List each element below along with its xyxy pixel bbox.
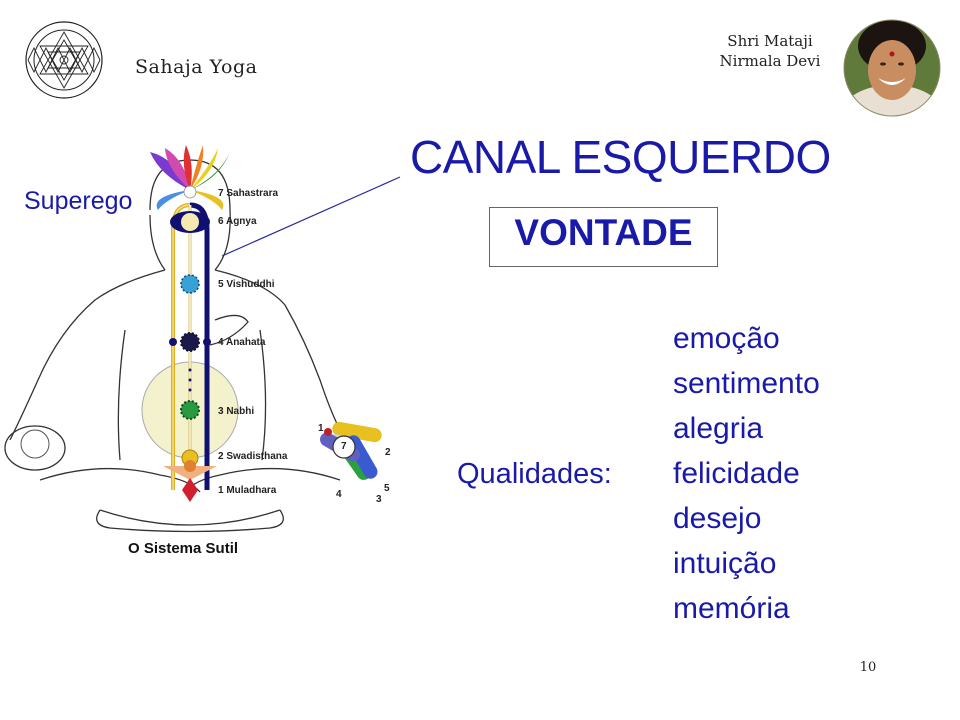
hand-number: 5 bbox=[384, 483, 390, 494]
quality-item: intuição bbox=[673, 547, 777, 580]
sahastrara-lotus bbox=[150, 145, 230, 210]
qualities-label: Qualidades: bbox=[457, 458, 612, 490]
chakra-label: 2 Swadisthana bbox=[218, 451, 288, 462]
hand-number: 4 bbox=[336, 489, 342, 500]
chakra-label: 1 Muladhara bbox=[218, 485, 277, 496]
hand-number: 7 bbox=[341, 441, 347, 452]
subtle-system-diagram bbox=[4, 145, 401, 533]
quality-item: desejo bbox=[673, 502, 762, 535]
diagram-caption: O Sistema Sutil bbox=[128, 540, 239, 557]
quality-item: alegria bbox=[673, 412, 764, 445]
founder-name-line1: Shri Mataji bbox=[727, 32, 813, 50]
hand-number: 3 bbox=[376, 494, 382, 505]
brand-name: Sahaja Yoga bbox=[135, 56, 258, 78]
right-hand-fingers bbox=[320, 421, 382, 480]
quality-item: emoção bbox=[673, 322, 780, 355]
chakra-label: 5 Vishuddhi bbox=[218, 279, 275, 290]
quality-item: sentimento bbox=[673, 367, 820, 400]
boxed-word-frame bbox=[489, 207, 718, 267]
chakra-label: 4 Anahata bbox=[218, 337, 266, 348]
slide-title: CANAL ESQUERDO bbox=[410, 131, 831, 183]
page-number: 10 bbox=[859, 660, 877, 675]
superego-label: Superego bbox=[24, 187, 133, 215]
founder-portrait bbox=[843, 19, 941, 117]
chakra-label: 6 Agnya bbox=[218, 216, 257, 227]
chakra-label: 3 Nabhi bbox=[218, 406, 255, 417]
sri-yantra-logo-icon bbox=[25, 21, 103, 99]
chakra-markers bbox=[163, 274, 217, 502]
founder-name-line2: Nirmala Devi bbox=[719, 52, 821, 70]
hand-number: 2 bbox=[385, 447, 391, 458]
pointer-line bbox=[221, 176, 401, 257]
quality-item: memória bbox=[673, 592, 790, 625]
boxed-word: VONTADE bbox=[514, 212, 693, 253]
chakra-label: 7 Sahastrara bbox=[218, 188, 279, 199]
quality-item: felicidade bbox=[673, 457, 800, 490]
hand-number: 1 bbox=[318, 423, 324, 434]
